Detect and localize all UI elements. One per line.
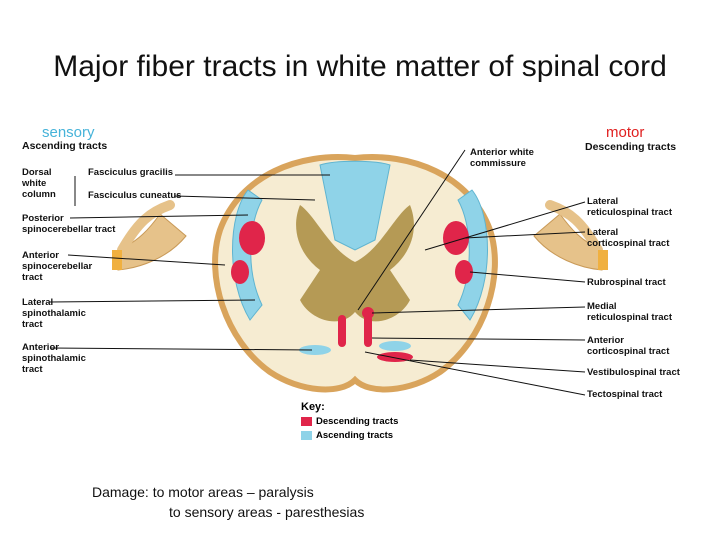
left-rubrospinal-tract — [231, 260, 249, 284]
right-lateral-ascending-region — [457, 189, 488, 321]
left-anterior-corticospinal — [338, 315, 346, 347]
medial-reticulospinal-tract — [362, 307, 374, 319]
gray-matter — [296, 205, 414, 322]
motor-tag: motor — [606, 124, 645, 141]
right-nerve-upper — [545, 200, 603, 255]
sensory-tag: sensory — [42, 124, 95, 141]
key-ascending: Ascending tracts — [301, 430, 393, 441]
label-anterior-white-commissure: Anterior white commissure — [470, 147, 534, 169]
anterior-spinothalamic-left — [299, 345, 331, 355]
left-corticospinal-tract — [239, 221, 265, 255]
right-nerve-end — [598, 250, 608, 270]
left-nerve-upper — [117, 200, 175, 255]
label-posterior-spinocerebellar: Posterior spinocerebellar tract — [22, 213, 116, 235]
label-lateral-corticospinal: Lateral corticospinal tract — [587, 227, 670, 249]
label-fasciculus-cuneatus: Fasciculus cuneatus — [88, 190, 182, 201]
label-dorsal-white-column: Dorsal white column — [22, 167, 56, 200]
ascending-tracts-header: Ascending tracts — [22, 140, 108, 152]
page-title: Major fiber tracts in white matter of sp… — [53, 50, 667, 83]
label-lateral-reticulospinal: Lateral reticulospinal tract — [587, 196, 672, 218]
descending-swatch — [301, 417, 312, 426]
label-medial-reticulospinal: Medial reticulospinal tract — [587, 301, 672, 323]
damage-line-1: Damage: to motor areas – paralysis — [92, 484, 314, 500]
left-nerve-end — [112, 250, 122, 270]
label-anterior-spinothalamic: Anterior spinothalamic tract — [22, 342, 86, 375]
label-vestibulospinal: Vestibulospinal tract — [587, 367, 680, 378]
key-descending: Descending tracts — [301, 416, 398, 427]
descending-tracts-header: Descending tracts — [585, 141, 677, 153]
key-title: Key: — [301, 401, 325, 413]
dorsal-column-region — [319, 160, 391, 251]
label-lateral-spinothalamic: Lateral spinothalamic tract — [22, 297, 86, 330]
label-fasciculus-gracilis: Fasciculus gracilis — [88, 167, 174, 178]
anterior-spinothalamic-right — [379, 341, 411, 351]
key-descending-label: Descending tracts — [316, 416, 399, 427]
damage-line-2: to sensory areas - paresthesias — [169, 504, 365, 520]
right-corticospinal-tract — [443, 221, 469, 255]
ascending-swatch — [301, 431, 312, 440]
label-anterior-corticospinal: Anterior corticospinal tract — [587, 335, 670, 357]
key-ascending-label: Ascending tracts — [316, 430, 394, 441]
label-tectospinal: Tectospinal tract — [587, 389, 663, 400]
label-anterior-spinocerebellar: Anterior spinocerebellar tract — [22, 250, 93, 283]
right-anterior-corticospinal — [364, 315, 372, 347]
label-rubrospinal: Rubrospinal tract — [587, 277, 666, 288]
right-rubrospinal-tract — [455, 260, 473, 284]
